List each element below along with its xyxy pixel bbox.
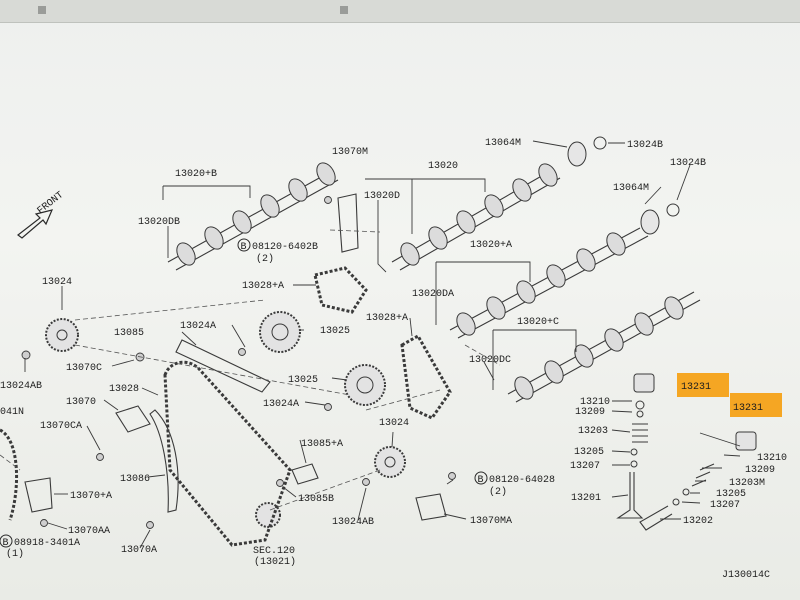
label-sec-120: SEC.120 [253, 546, 295, 557]
valve-assembly-right [639, 431, 757, 531]
label-13085-a: 13085+A [301, 439, 343, 450]
label-13020da: 13020DA [412, 289, 454, 300]
camshaft-13020-a [449, 227, 649, 339]
chain-041n [0, 428, 18, 521]
label-041n: 041N [0, 407, 24, 418]
camshaft-13020-c [507, 291, 701, 403]
label-13231: 13231 [733, 403, 763, 414]
label-13203: 13203 [578, 426, 608, 437]
label-13085: 13085 [114, 328, 144, 339]
svg-text:B: B [478, 475, 484, 486]
label-08120-6402b-qty: (2) [256, 253, 274, 265]
label-13209: 13209 [575, 407, 605, 418]
label-13028: 13028 [109, 384, 139, 395]
camshaft-13020-b [167, 162, 339, 271]
circled-b-icon: B [0, 534, 13, 549]
circled-b-icon: B [474, 471, 488, 486]
label-13207: 13207 [710, 500, 740, 511]
highlight-13231-b [730, 393, 782, 417]
label-13020d: 13020D [364, 191, 400, 202]
top-bar-marker [340, 6, 348, 14]
label-13070m: 13070M [332, 147, 368, 158]
label-13070: 13070 [66, 397, 96, 408]
label-13025: 13025 [320, 326, 350, 337]
top-bar-marker [38, 6, 46, 14]
label-13205: 13205 [574, 447, 604, 458]
label-13070a: 13070A [121, 545, 157, 556]
label-13064m: 13064M [613, 183, 649, 194]
guide-13085 [175, 339, 271, 393]
label-13020dc: 13020DC [469, 355, 511, 366]
cam-sprocket-13064m-b [640, 203, 680, 235]
label-13020-a: 13020+A [470, 240, 512, 251]
label-13210: 13210 [757, 453, 787, 464]
front-arrow-icon [17, 209, 54, 239]
label-13025: 13025 [288, 375, 318, 386]
part-labels: 13064M 13024B 13070M 13020 13024B 13020+… [0, 138, 787, 581]
slider-13085-a [291, 463, 319, 485]
sprocket-13024-lower [374, 446, 406, 478]
sprocket-13025-upper [259, 311, 301, 353]
tensioner-13070ma [415, 493, 447, 521]
label-13024b: 13024B [670, 158, 706, 169]
label-13024b: 13024B [627, 140, 663, 151]
label-13201: 13201 [571, 493, 601, 504]
label-13028-a: 13028+A [366, 313, 408, 324]
label-13024: 13024 [379, 418, 409, 429]
label-13020: 13020 [428, 161, 458, 172]
label-13064m: 13064M [485, 138, 521, 149]
diagram-code: J130014C [722, 570, 770, 581]
label-08120-64028: 08120-64028 [489, 475, 555, 486]
label-13070ma: 13070MA [470, 516, 512, 527]
sprocket-13024 [45, 318, 79, 352]
label-13024ab: 13024AB [332, 517, 374, 528]
dashed-reference-lines [0, 229, 501, 511]
label-13070-a: 13070+A [70, 491, 112, 502]
label-13024ab: 13024AB [0, 381, 42, 392]
label-sec-120-ref: (13021) [254, 556, 296, 568]
circled-b-icon: B [237, 238, 251, 253]
label-08918-3401a-qty: (1) [6, 548, 24, 560]
label-13207: 13207 [570, 461, 600, 472]
label-13024a: 13024A [180, 321, 216, 332]
guide-13086 [149, 409, 179, 513]
label-08918-3401a: 08918-3401A [14, 538, 80, 549]
tensioner-13070-plus-a [24, 477, 53, 513]
label-13203m: 13203M [729, 478, 765, 489]
label-13070aa: 13070AA [68, 526, 110, 537]
label-13020-b: 13020+B [175, 169, 217, 180]
chain-13028-a-upper [313, 266, 368, 314]
sprocket-13025-lower [344, 364, 386, 406]
label-13024a: 13024A [263, 399, 299, 410]
label-13070ca: 13070CA [40, 421, 82, 432]
sprocket-crank [255, 502, 281, 528]
valve-assembly-left [616, 373, 655, 519]
label-13070c: 13070C [66, 363, 102, 374]
label-13020-c: 13020+C [517, 317, 559, 328]
highlight-13231-a [677, 373, 729, 397]
label-13231: 13231 [681, 382, 711, 393]
svg-text:B: B [3, 538, 9, 549]
label-13205: 13205 [716, 489, 746, 500]
label-13086: 13086 [120, 474, 150, 485]
camshaft-13020 [391, 163, 561, 271]
label-08120-64028-qty: (2) [489, 486, 507, 498]
leader-lines [24, 140, 741, 549]
label-13209: 13209 [745, 465, 775, 476]
svg-text:B: B [241, 242, 247, 253]
label-08120-6402b: 08120-6402B [252, 242, 318, 253]
screen-top-bar [0, 0, 800, 23]
label-13210: 13210 [580, 397, 610, 408]
label-13024: 13024 [42, 277, 72, 288]
bracket-13070m [337, 193, 359, 253]
label-13085b: 13085B [298, 494, 334, 505]
chain-13028-a-lower [400, 333, 452, 420]
cam-sprocket-13064m-a [567, 136, 607, 167]
label-13020db: 13020DB [138, 217, 180, 228]
label-13202: 13202 [683, 516, 713, 527]
label-13028-a: 13028+A [242, 281, 284, 292]
tensioner-13070 [115, 405, 151, 433]
